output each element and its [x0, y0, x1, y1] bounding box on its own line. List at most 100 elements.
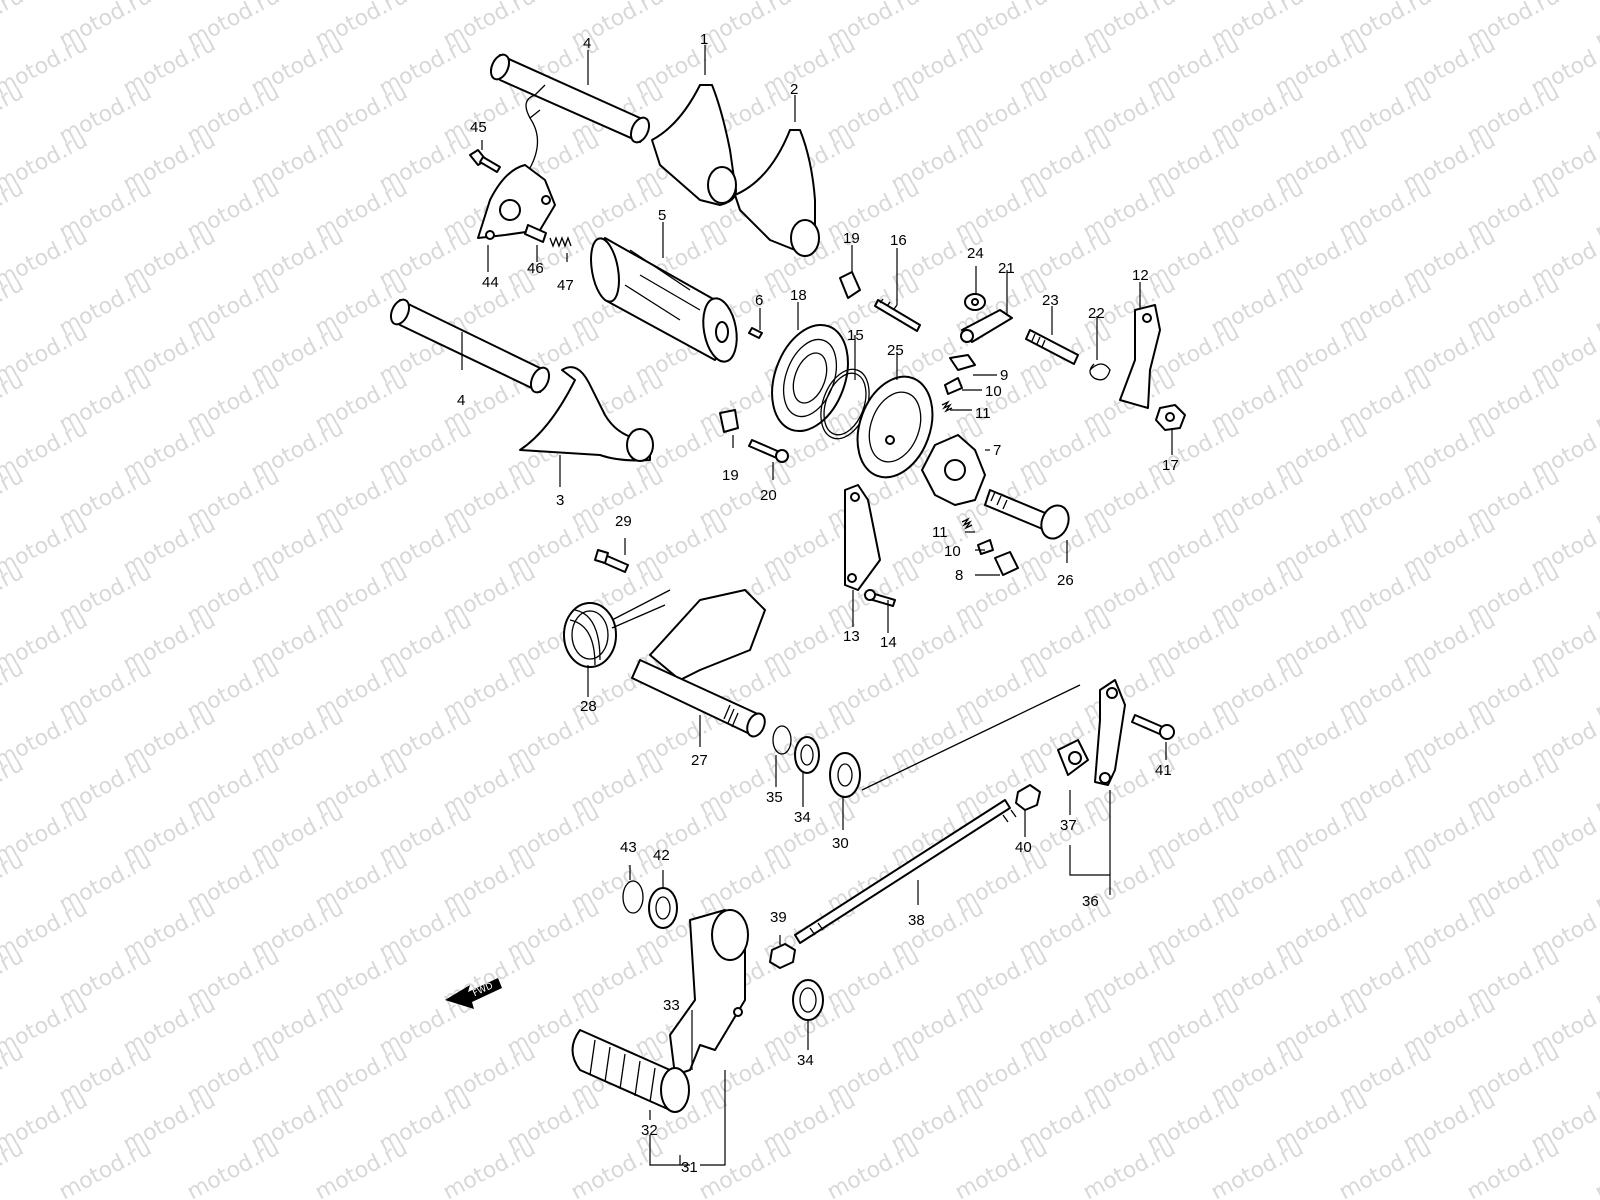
- callout-37: 37: [1060, 817, 1077, 834]
- watermark-text: motod.ru: [0, 272, 28, 341]
- watermark-text: motod.ru: [1591, 1136, 1600, 1200]
- callout-47: 47: [557, 277, 574, 294]
- callout-7: 7: [993, 442, 1001, 459]
- callout-16: 16: [890, 232, 907, 249]
- watermark-text: motod.ru: [1207, 1136, 1308, 1200]
- part-screw-20: [748, 439, 789, 463]
- part-pawl-cam-7: [921, 434, 986, 506]
- watermark-text: motod.ru: [1463, 1136, 1564, 1200]
- part-plate-13: [844, 484, 881, 591]
- leader-30-to-36: [861, 684, 1081, 791]
- part-bolt-26: [984, 489, 1070, 540]
- part-rod-38: [794, 799, 1017, 944]
- part-stopper-plate-12: [1119, 304, 1161, 409]
- part-shift-pedal-31: [571, 909, 749, 1113]
- callout-41: 41: [1155, 762, 1172, 779]
- callout-40: 40: [1015, 839, 1032, 856]
- part-washer-24: [964, 293, 986, 311]
- callout-2: 2: [790, 81, 798, 98]
- part-spring-11-upper: [941, 400, 953, 413]
- watermark-text: motod.ru: [0, 944, 28, 1013]
- part-bolt-41: [1131, 714, 1175, 740]
- part-spring-47: [549, 236, 572, 248]
- part-lever-36: [1094, 679, 1126, 786]
- part-lever-21: [960, 309, 1013, 343]
- leader-lines: [461, 45, 1173, 1166]
- part-shift-fork-3: [519, 366, 654, 462]
- callout-34-upper: 34: [794, 809, 811, 826]
- watermark-text: motod.ru: [311, 1136, 412, 1200]
- callout-32: 32: [641, 1122, 658, 1139]
- part-nut-17: [1155, 404, 1186, 431]
- callout-21: 21: [998, 260, 1015, 277]
- callout-4-lower: 4: [457, 392, 465, 409]
- callout-5: 5: [658, 207, 666, 224]
- callout-19-upper: 19: [843, 230, 860, 247]
- callout-17: 17: [1162, 457, 1179, 474]
- callout-13: 13: [843, 628, 860, 645]
- callout-20: 20: [760, 487, 777, 504]
- callout-10-lower: 10: [944, 543, 961, 560]
- watermark-text: motod.ru: [0, 80, 28, 149]
- part-seal-30: [829, 752, 861, 798]
- callout-25: 25: [887, 342, 904, 359]
- part-plate-25: [856, 375, 934, 479]
- part-pin-10-lower: [977, 539, 994, 555]
- callout-4-upper: 4: [583, 35, 591, 52]
- callout-14: 14: [880, 634, 897, 651]
- watermark-text: motod.ru: [1079, 1136, 1180, 1200]
- part-pin-6: [748, 327, 763, 339]
- callout-43: 43: [620, 839, 637, 856]
- watermark-text: motod.ru: [183, 1136, 284, 1200]
- callout-12: 12: [1132, 267, 1149, 284]
- watermark-text: motod.ru: [0, 176, 28, 245]
- callout-45: 45: [470, 119, 487, 136]
- callout-15: 15: [847, 327, 864, 344]
- callout-19-lower: 19: [722, 467, 739, 484]
- part-spring-22: [1089, 363, 1111, 381]
- watermark-text: motod.ru: [0, 464, 28, 533]
- watermark-text: motod.ru: [0, 1040, 28, 1109]
- part-spring-11-lower: [961, 517, 973, 530]
- part-joint-37: [1057, 739, 1089, 776]
- part-shift-fork-1: [651, 84, 737, 206]
- part-shift-cam-5: [590, 237, 738, 363]
- callout-9: 9: [1000, 367, 1008, 384]
- watermark-text: motod.ru: [0, 656, 28, 725]
- part-spring-28: [563, 589, 671, 668]
- watermark-text: motod.ru: [951, 1136, 1052, 1200]
- callout-6: 6: [755, 292, 763, 309]
- callout-33: 33: [663, 997, 680, 1014]
- part-plate-19-upper: [839, 271, 861, 299]
- part-plate-19-lower: [719, 409, 739, 433]
- callout-38: 38: [908, 912, 925, 929]
- callout-30: 30: [832, 835, 849, 852]
- callout-24: 24: [967, 245, 984, 262]
- callout-22: 22: [1088, 305, 1105, 322]
- part-washer-34-lower: [792, 979, 824, 1021]
- callout-34-lower: 34: [797, 1052, 814, 1069]
- callout-46: 46: [527, 260, 544, 277]
- callout-26: 26: [1057, 572, 1074, 589]
- watermark-text: motod.ru: [823, 1136, 924, 1200]
- watermark-text: motod.ru: [695, 1136, 796, 1200]
- part-bearing-18: [771, 323, 849, 433]
- watermark-text: motod.ru: [567, 1136, 668, 1200]
- watermark-text: motod.ru: [0, 752, 28, 821]
- part-pin-10-upper: [944, 377, 963, 395]
- callout-28: 28: [580, 698, 597, 715]
- part-shift-fork-2: [734, 129, 820, 257]
- callout-3: 3: [556, 492, 564, 509]
- callout-39: 39: [770, 909, 787, 926]
- part-shaft-4-lower: [389, 298, 551, 394]
- callout-27: 27: [691, 752, 708, 769]
- callout-1: 1: [700, 31, 708, 48]
- callout-23: 23: [1042, 292, 1059, 309]
- callout-18: 18: [790, 287, 807, 304]
- part-stopper-44: [477, 84, 556, 240]
- callout-8: 8: [955, 567, 963, 584]
- callout-31: 31: [681, 1159, 698, 1176]
- watermark-text: motod.ru: [1335, 1136, 1436, 1200]
